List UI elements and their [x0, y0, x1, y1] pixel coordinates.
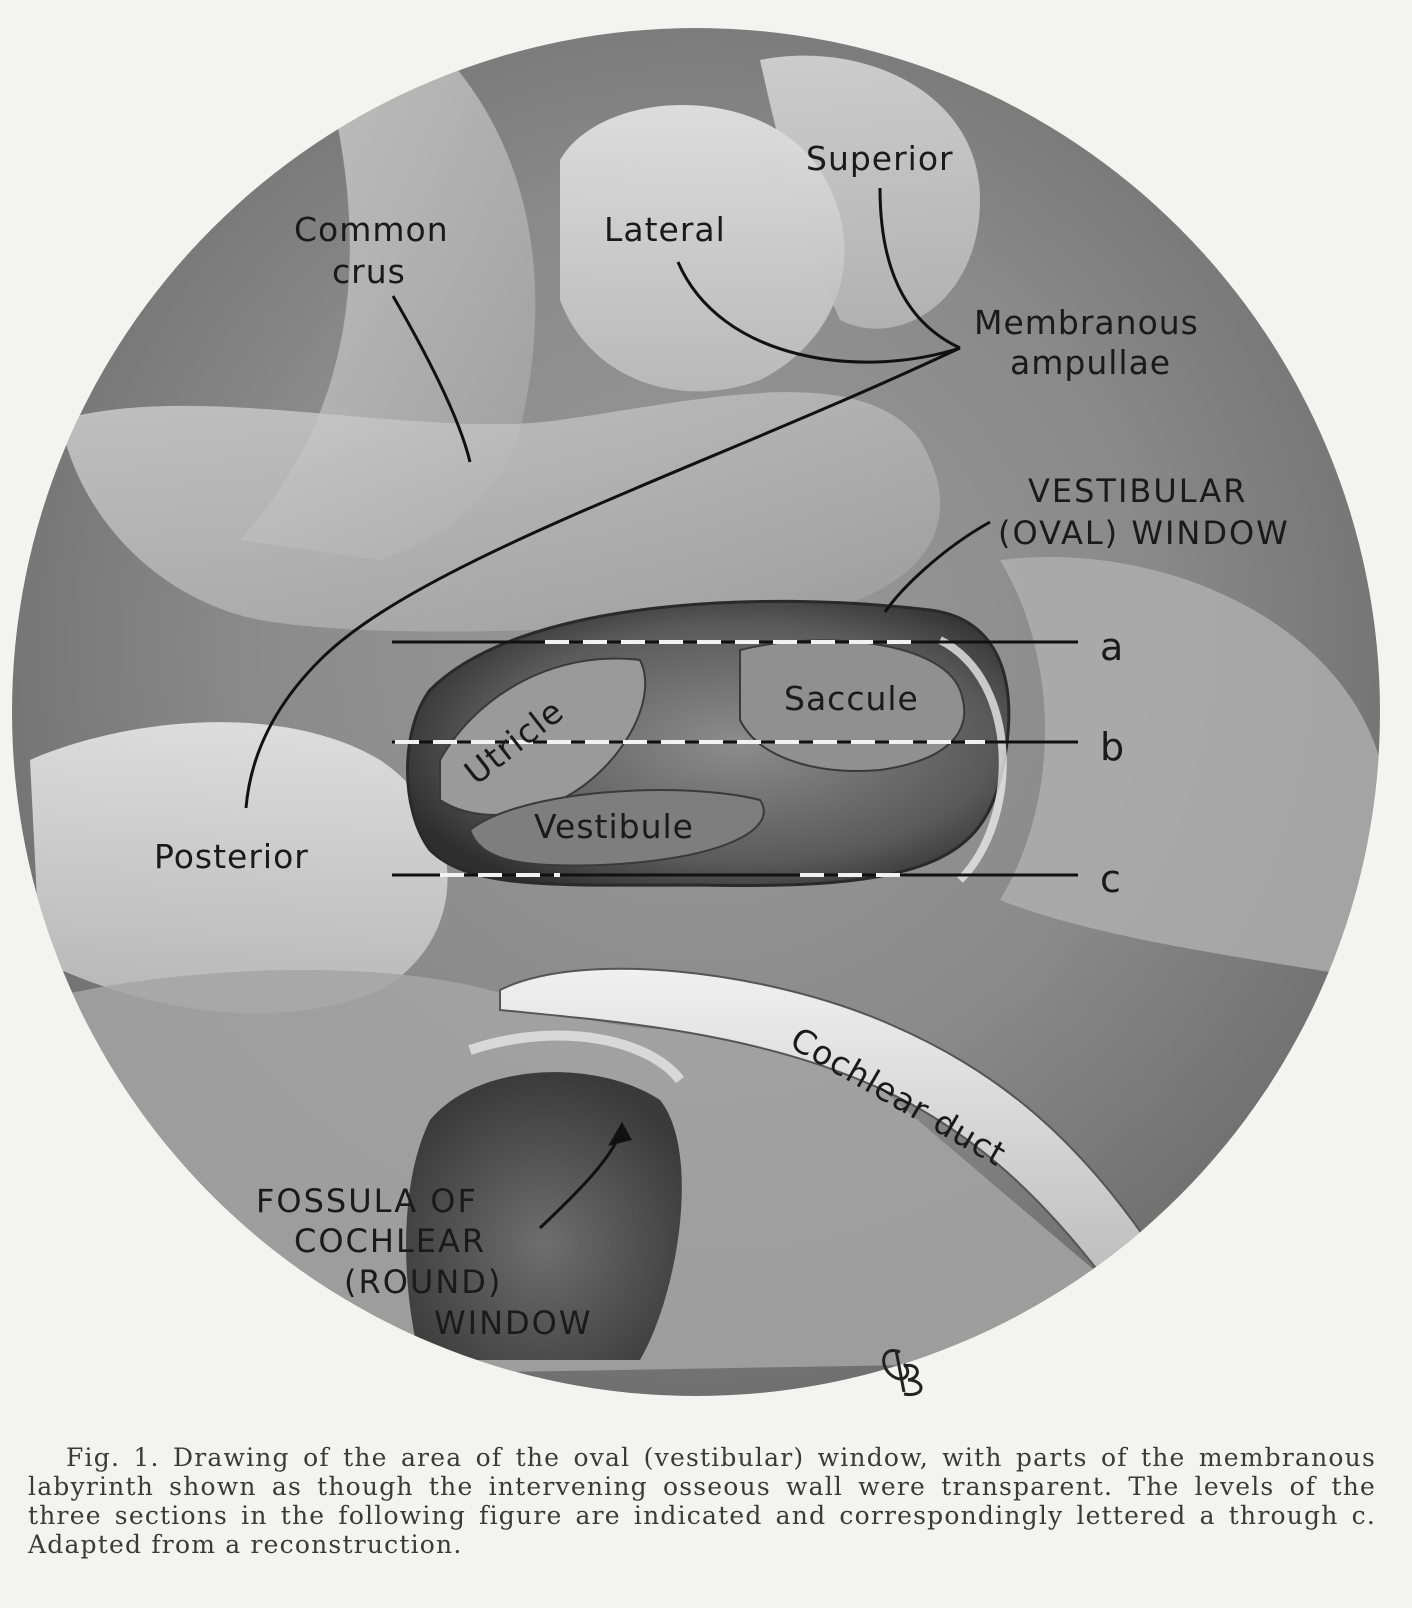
posterior-canal-shape	[30, 722, 448, 1014]
level-c-label: c	[1100, 857, 1122, 901]
common-crus-label-line1: Common	[294, 210, 449, 249]
oval-window-leader	[883, 520, 991, 613]
vestibule-shape	[468, 789, 765, 867]
superior-label: Superior	[806, 139, 954, 178]
labyrinth-illustration: Common crus Lateral Superior Membranous …	[12, 28, 1380, 1397]
fossula-label-line4: WINDOW	[434, 1304, 592, 1342]
fossula-label-line1: FOSSULA OF	[256, 1182, 478, 1220]
vestibular-window-label-line1: VESTIBULAR	[1028, 472, 1247, 510]
lateral-canal-shape	[560, 105, 845, 392]
round-window-arrowhead	[608, 1122, 632, 1146]
vestibular-window-label-line2: (OVAL) WINDOW	[998, 514, 1290, 552]
oval-window-rim	[938, 636, 1007, 883]
figure-caption: Fig. 1. Drawing of the area of the oval …	[28, 1443, 1376, 1559]
central-bony-mass	[60, 392, 941, 632]
membranous-ampullae-label-line1: Membranous	[974, 303, 1199, 342]
artist-monogram	[882, 1349, 923, 1397]
vestibule-label: Vestibule	[534, 807, 694, 846]
level-b-label: b	[1100, 725, 1125, 769]
membranous-ampullae-label-line2: ampullae	[1010, 343, 1171, 382]
posterior-leader	[244, 346, 961, 809]
fossula-label-line2: COCHLEAR	[294, 1222, 486, 1260]
lateral-label: Lateral	[604, 210, 726, 249]
right-bony-wall	[1000, 556, 1380, 980]
lateral-leader	[676, 261, 961, 364]
superior-canal-shape	[760, 55, 980, 329]
common-crus-label-line2: crus	[332, 252, 406, 291]
common-crus-leader	[391, 295, 472, 463]
level-a-label: a	[1100, 625, 1124, 669]
superior-leader	[878, 187, 961, 350]
fossula-label-line3: (ROUND)	[344, 1263, 502, 1301]
saccule-label: Saccule	[784, 679, 919, 718]
posterior-label: Posterior	[154, 837, 309, 876]
fossula-rim	[468, 1030, 684, 1084]
